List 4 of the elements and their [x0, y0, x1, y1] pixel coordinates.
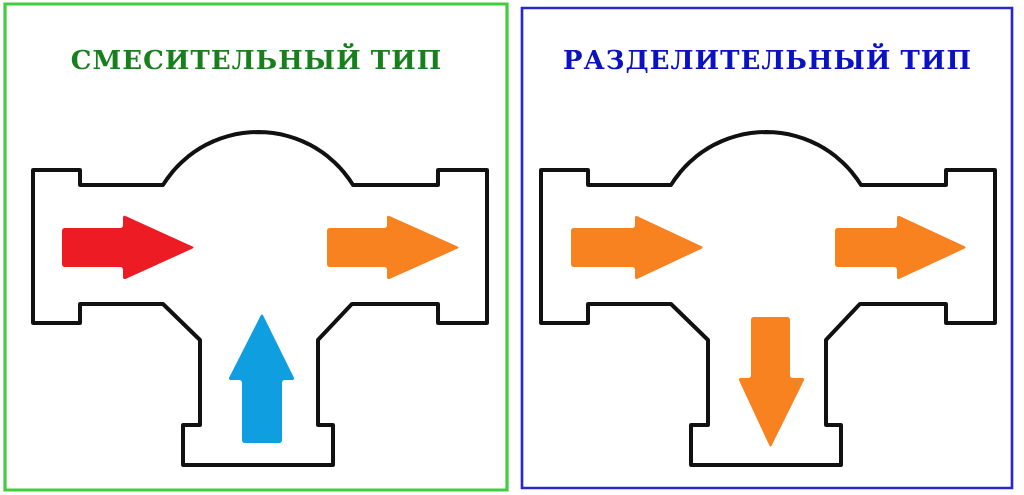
heading: РАЗДЕЛИТЕЛЬНЫЙ ТИП — [564, 43, 970, 74]
panel — [3, 2, 509, 492]
panel — [520, 6, 1014, 490]
heading: СМЕСИТЕЛЬНЫЙ ТИП — [71, 43, 441, 70]
